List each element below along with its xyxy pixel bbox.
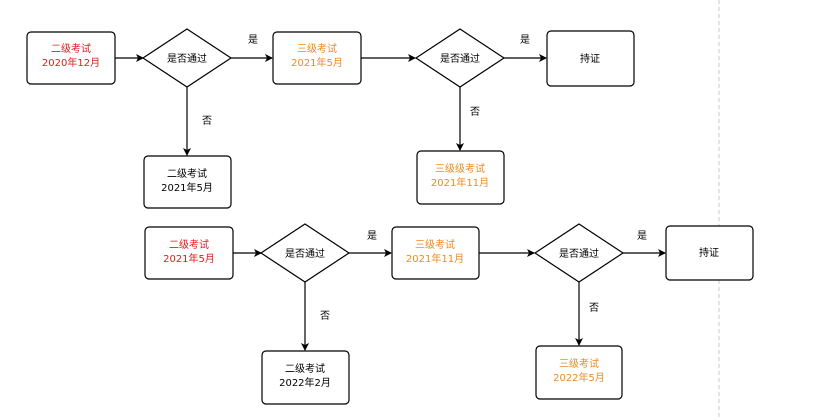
- flow2-cert-node[interactable]: 持证: [665, 225, 754, 281]
- flow2-yes2-label: 是: [637, 230, 647, 242]
- flow1-decision2-node[interactable]: 是否通过: [414, 28, 506, 88]
- flow1-cert-label: 持证: [580, 52, 600, 65]
- flow2-cert-label: 持证: [699, 246, 719, 259]
- flow1-retry-node[interactable]: 三级级考试 2021年11月: [416, 150, 505, 205]
- flow-2: 二级考试 2021年5月 是否通过 是 否 二级考试 2022年2月 三级考试 …: [144, 223, 754, 405]
- flow1-cert-node[interactable]: 持证: [546, 30, 635, 87]
- flow2-mid-line1: 三级考试: [415, 238, 455, 251]
- flow1-no1-label: 否: [202, 115, 212, 127]
- flow1-retry-line1: 三级级考试: [435, 162, 485, 175]
- flow1-mid-line2: 2021年5月: [291, 56, 343, 69]
- flow2-retry-node[interactable]: 三级考试 2022年5月: [535, 345, 623, 400]
- flow2-start-line1: 二级考试: [169, 238, 209, 251]
- flow2-yes1-label: 是: [367, 230, 377, 242]
- flow2-no1-label: 否: [320, 310, 330, 322]
- flow1-retry-line2: 2021年11月: [431, 176, 489, 189]
- flow2-start-node[interactable]: 二级考试 2021年5月: [144, 226, 234, 280]
- flow1-decision1-node[interactable]: 是否通过: [141, 28, 233, 88]
- flow1-no2-label: 否: [470, 106, 480, 118]
- flow1-decision1-label: 是否通过: [167, 52, 207, 65]
- flow1-yes1-label: 是: [248, 34, 258, 46]
- flow2-mid-line2: 2021年11月: [406, 252, 464, 265]
- flow1-fail-line1: 二级考试: [167, 167, 207, 180]
- flow1-start-line1: 二级考试: [51, 42, 91, 55]
- flow2-start-line2: 2021年5月: [163, 252, 215, 265]
- flow2-decision2-label: 是否通过: [559, 247, 599, 260]
- flow2-fail-line1: 二级考试: [285, 362, 325, 375]
- flow1-mid-node[interactable]: 三级考试 2021年5月: [272, 31, 362, 85]
- flow2-no2-label: 否: [589, 302, 599, 314]
- flow1-start-line2: 2020年12月: [42, 56, 100, 69]
- flow2-retry-line1: 三级考试: [559, 357, 599, 370]
- flow-1: 二级考试 2020年12月 是否通过 是 否 二级考试 2021年5月 三级考试…: [26, 28, 635, 209]
- flow1-start-node[interactable]: 二级考试 2020年12月: [26, 31, 116, 85]
- flow1-fail-line2: 2021年5月: [161, 181, 213, 194]
- flow2-mid-node[interactable]: 三级考试 2021年11月: [391, 226, 480, 280]
- flow2-decision1-label: 是否通过: [285, 247, 325, 260]
- flow1-yes2-label: 是: [520, 34, 530, 46]
- flow1-fail-node[interactable]: 二级考试 2021年5月: [143, 155, 232, 209]
- flow2-fail-node[interactable]: 二级考试 2022年2月: [261, 350, 350, 405]
- flow2-fail-line2: 2022年2月: [279, 376, 331, 389]
- flow2-decision1-node[interactable]: 是否通过: [259, 223, 351, 283]
- flow1-mid-line1: 三级考试: [297, 42, 337, 55]
- flow1-decision2-label: 是否通过: [440, 52, 480, 65]
- flow2-decision2-node[interactable]: 是否通过: [533, 223, 625, 283]
- flow2-retry-line2: 2022年5月: [553, 371, 605, 384]
